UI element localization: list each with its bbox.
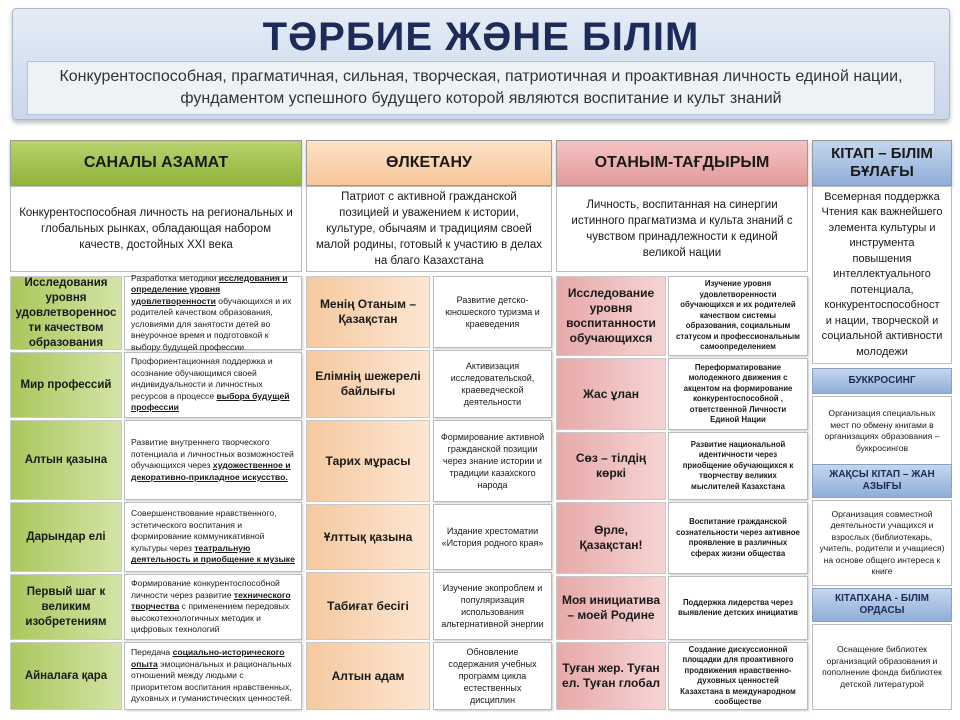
- row-name: Жас ұлан: [556, 358, 666, 430]
- section-text: Оснащение библиотек организаций образова…: [812, 624, 952, 710]
- row-text: Обновление содержания учебных программ ц…: [433, 642, 552, 710]
- row-text: Совершенствование нравственного, эстетич…: [124, 502, 302, 572]
- row-name: Моя инициатива – моей Родине: [556, 576, 666, 640]
- row-name: Первый шаг к великим изобретениям: [10, 574, 122, 640]
- row-text: Развитие национальной идентичности через…: [668, 432, 808, 500]
- row-text: Развитие внутреннего творческого потенци…: [124, 420, 302, 500]
- section-heading-good-book: ЖАҚСЫ КІТАП – ЖАН АЗЫҒЫ: [812, 464, 952, 498]
- row-name: Исследования уровня удовлетвореннос ти к…: [10, 276, 122, 350]
- row-name: Тарих мұрасы: [306, 420, 430, 502]
- row-name: Алтын қазына: [10, 420, 122, 500]
- section-text: Организация специальных мест по обмену к…: [812, 396, 952, 466]
- page-title: ТӘРБИЕ ЖӘНЕ БІЛІМ: [262, 15, 700, 59]
- section-heading-bookcrossing: БУККРОСИНГ: [812, 368, 952, 394]
- row-text: Создание дискуссионной площадки для проа…: [668, 642, 808, 710]
- row-text: Передача социально-исторического опыта э…: [124, 642, 302, 710]
- row-name: Менің Отаным – Қазақстан: [306, 276, 430, 348]
- row-text: Профориентационная поддержка и осознание…: [124, 352, 302, 418]
- row-name: Туған жер. Туған ел. Туған глобал: [556, 642, 666, 710]
- row-name: Алтын адам: [306, 642, 430, 710]
- row-text: Изучение экопроблем и популяризация испо…: [433, 572, 552, 640]
- row-name: Дарындар елі: [10, 502, 122, 572]
- row-name: Табиғат бесігі: [306, 572, 430, 640]
- row-text: Издание хрестоматии «История родного кра…: [433, 504, 552, 570]
- row-text: Формирование конкурентоспособной личност…: [124, 574, 302, 640]
- row-name: Ұлттық қазына: [306, 504, 430, 570]
- row-name: Өрле, Қазақстан!: [556, 502, 666, 574]
- row-text: Воспитание гражданской сознательности че…: [668, 502, 808, 574]
- row-text: Развитие детско-юношеского туризма и кра…: [433, 276, 552, 348]
- column-heading-sanaly-azamat: САНАЛЫ АЗАМАТ: [10, 140, 302, 186]
- row-text: Изучение уровня удовлетворенности обучаю…: [668, 276, 808, 356]
- column-description: Патриот с активной гражданской позицией …: [306, 186, 552, 272]
- row-name: Елімнің шежерелі байлығы: [306, 350, 430, 418]
- row-text: Переформатирование молодежного движения …: [668, 358, 808, 430]
- section-heading-library: КІТАПХАНА - БІЛІМ ОРДАСЫ: [812, 588, 952, 622]
- row-name: Мир профессий: [10, 352, 122, 418]
- column-description: Личность, воспитанная на синергии истинн…: [556, 186, 808, 272]
- column-heading-kitap: КІТАП – БІЛІМ БҰЛАҒЫ: [812, 140, 952, 186]
- row-name: Сөз – тілдің көркі: [556, 432, 666, 500]
- row-name: Айналаға қара: [10, 642, 122, 710]
- column-description: Конкурентоспособная личность на регионал…: [10, 186, 302, 272]
- row-text: Разработка методики исследования и опред…: [124, 273, 302, 352]
- column-heading-olketanu: ӨЛКЕТАНУ: [306, 140, 552, 186]
- column-heading-otanym-tagdyrym: ОТАНЫМ-ТАҒДЫРЫМ: [556, 140, 808, 186]
- row-name: Исследование уровня воспитанности обучаю…: [556, 276, 666, 356]
- section-text: Организация совместной деятельности учащ…: [812, 500, 952, 586]
- row-text: Поддержка лидерства через выявление детс…: [668, 576, 808, 640]
- subtitle: Конкурентоспособная, прагматичная, сильн…: [27, 61, 935, 115]
- header-banner: ТӘРБИЕ ЖӘНЕ БІЛІМ Конкурентоспособная, п…: [12, 8, 950, 120]
- column-description: Всемерная поддержка Чтения как важнейшег…: [812, 186, 952, 364]
- row-text: Формирование активной гражданской позици…: [433, 420, 552, 502]
- row-text: Активизация исследовательской, краеведче…: [433, 350, 552, 418]
